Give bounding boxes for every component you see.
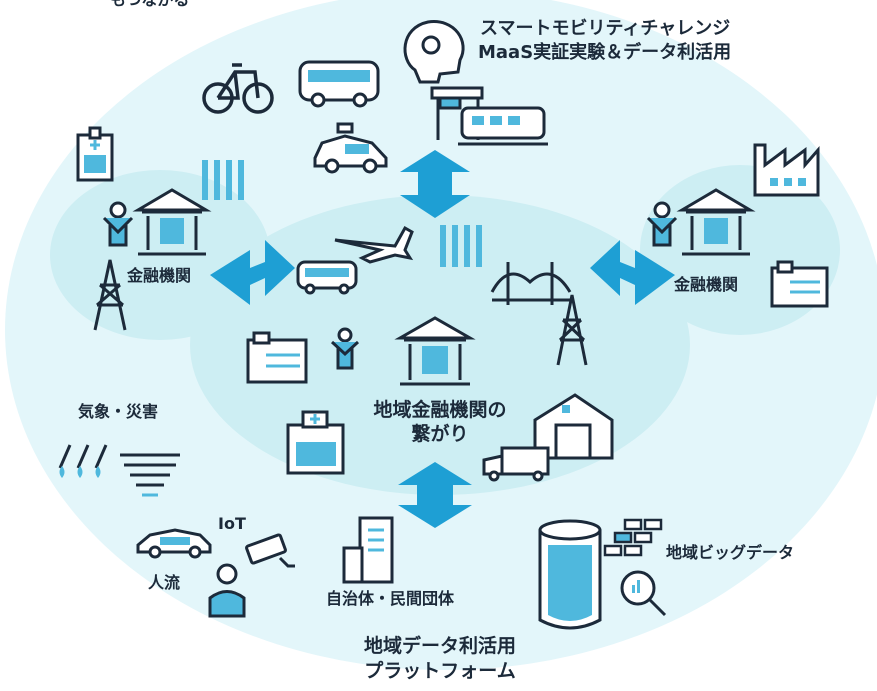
person-icon [646, 201, 678, 247]
arrow-right [590, 240, 675, 305]
bank-icon [676, 188, 756, 256]
office-icon [246, 331, 308, 384]
airplane-icon [334, 225, 414, 264]
truck-icon [482, 446, 550, 482]
person-icon [102, 201, 134, 247]
office-icon [770, 260, 829, 308]
center-label-line1: 地域金融機関の [373, 399, 507, 421]
platform-label-line2: プラットフォーム [364, 660, 516, 682]
building-icon [342, 516, 394, 584]
bus-icon [296, 260, 358, 295]
weather-label: 気象・災害 [78, 402, 159, 421]
tower-icon [556, 294, 588, 366]
person-icon [208, 563, 246, 618]
car-icon [136, 528, 212, 559]
center-label-line2: 繋がり [411, 423, 469, 445]
blocks-icon [603, 518, 663, 557]
bank-icon [132, 188, 212, 256]
bank-icon [394, 316, 476, 386]
platform-label-line1: 地域データ利活用 [363, 635, 516, 657]
hospital-icon [286, 410, 345, 475]
brain-gear-icon [403, 20, 465, 84]
tower-icon [93, 259, 127, 331]
people-flow-label: 人流 [148, 573, 181, 592]
maas-label: MaaS実証実験＆データ利活用 [478, 42, 732, 63]
arrow-bottom [398, 462, 472, 528]
train-icon [458, 106, 548, 146]
left-bank-label: 金融機関 [127, 266, 192, 285]
smart-mobility-label: スマートモビリティチャレンジ [480, 18, 731, 39]
top-cut-label: もつながる [110, 0, 189, 9]
rice-icon [202, 160, 244, 200]
arrow-left [210, 240, 295, 305]
hospital-icon [76, 126, 114, 182]
factory-icon [753, 143, 820, 197]
big-data-label: 地域ビッグデータ [666, 543, 795, 562]
rice-icon [440, 225, 482, 267]
database-icon [538, 519, 602, 630]
rain-icon [58, 444, 108, 478]
magnifier-chart-icon [620, 570, 667, 617]
right-bank-label: 金融機関 [674, 275, 739, 294]
station-icon [430, 86, 484, 140]
tornado-icon [120, 453, 180, 497]
bicycle-icon [202, 63, 274, 114]
bus-icon [298, 60, 380, 108]
iot-label: IoT [218, 514, 246, 533]
taxi-icon [313, 122, 388, 174]
person-icon [330, 327, 360, 370]
bridge-icon [490, 262, 572, 305]
camera-icon [245, 533, 295, 568]
arrow-top [400, 150, 470, 218]
municipality-label: 自治体・民間団体 [326, 589, 455, 608]
